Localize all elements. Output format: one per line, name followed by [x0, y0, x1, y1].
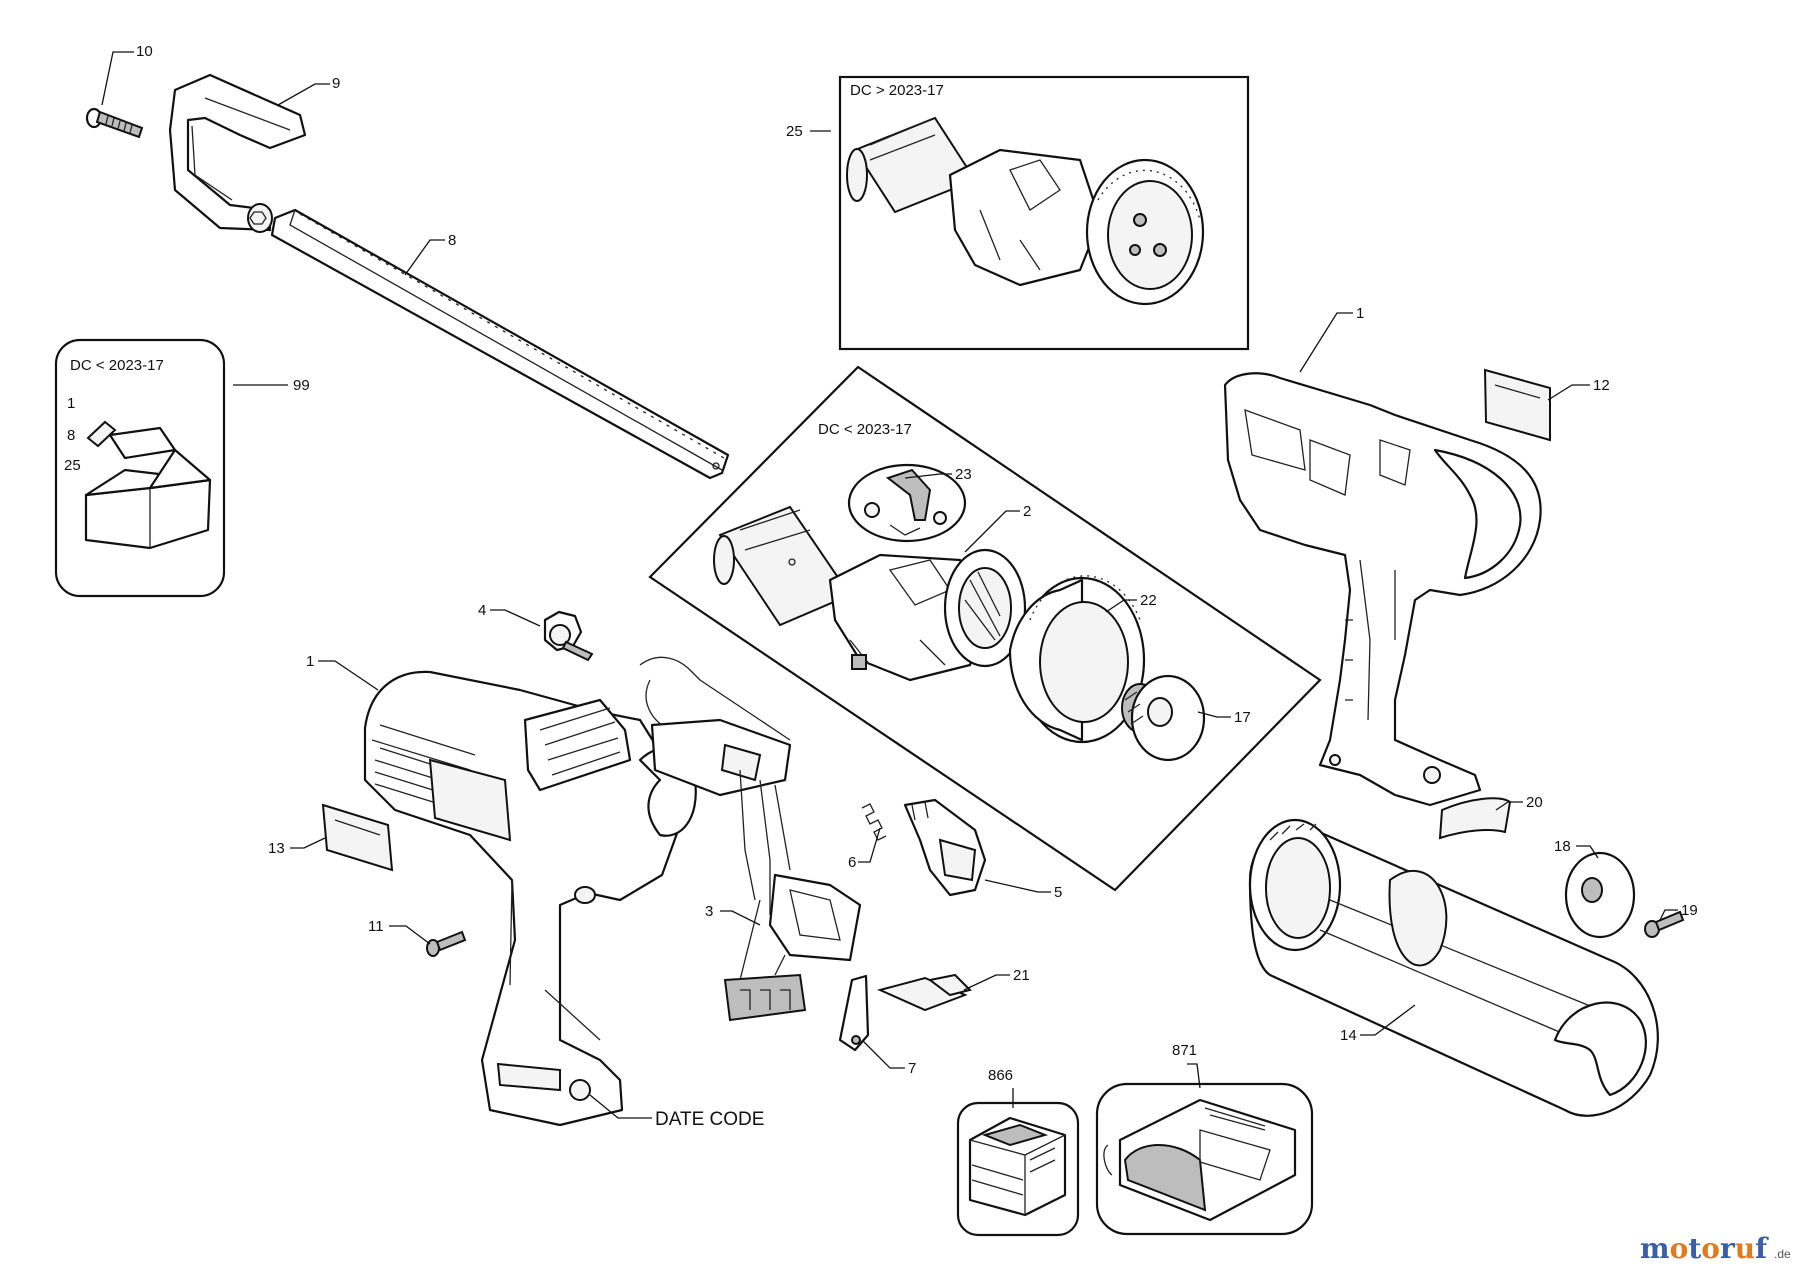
kit-item-8: 8 [67, 427, 75, 444]
callout-11: 11 [368, 918, 384, 935]
callout-8: 8 [448, 232, 456, 249]
callout-1-left: 1 [306, 653, 314, 670]
callout-20: 20 [1526, 794, 1543, 811]
part-9-rear-handle [168, 73, 307, 233]
part-1-housing-left [363, 670, 697, 1127]
part-10-screw [85, 107, 144, 139]
callout-17: 17 [1234, 709, 1251, 726]
frame-kit [54, 338, 226, 598]
part-866-battery [968, 1116, 1067, 1217]
wm-letter-1: o [1670, 1232, 1689, 1265]
callout-18: 18 [1554, 838, 1571, 855]
wm-letter-2: t [1688, 1232, 1701, 1265]
kit-item-25: 25 [64, 457, 81, 474]
frame-charger [1095, 1082, 1314, 1236]
wm-letter-5: u [1735, 1232, 1755, 1265]
date-code-label: DATE CODE [655, 1109, 764, 1130]
kit-item-1: 1 [67, 395, 75, 412]
callout-4: 4 [478, 602, 486, 619]
part-5-trigger [903, 798, 987, 897]
callout-7: 7 [908, 1060, 916, 1077]
part-17-piston-disc [1121, 674, 1206, 762]
part-6-spring [861, 803, 887, 841]
part-25-motor-assembly-new [846, 116, 1205, 306]
callout-9: 9 [332, 75, 340, 92]
callout-866: 866 [988, 1067, 1013, 1084]
callout-1-top: 1 [1356, 305, 1364, 322]
frame-motor-new-label: DC > 2023-17 [850, 82, 944, 99]
callout-99: 99 [293, 377, 310, 394]
frame-motor-old-label: DC < 2023-17 [818, 421, 912, 438]
frame-kit-label: DC < 2023-17 [70, 357, 164, 374]
part-14-cartridge-tube [1248, 818, 1659, 1117]
watermark-suffix: .de [1774, 1247, 1791, 1261]
part-11-screw [426, 930, 467, 957]
callout-labels: 10 9 8 25 99 1 12 2 23 22 17 4 1 6 5 3 7… [136, 43, 1698, 1130]
kit-box-icon [84, 420, 212, 550]
callout-10: 10 [136, 43, 153, 60]
part-7-latch [838, 974, 870, 1052]
part-4-selector-knob [543, 610, 594, 662]
part-23-brush-assembly [847, 463, 967, 543]
callout-2: 2 [1023, 503, 1031, 520]
frame-motor-old [648, 365, 1322, 892]
callout-12: 12 [1593, 377, 1610, 394]
part-1-housing-right [1223, 372, 1542, 807]
callout-19: 19 [1681, 902, 1698, 919]
wm-letter-0: m [1640, 1232, 1670, 1265]
frame-battery [956, 1101, 1080, 1237]
part-21-label [877, 973, 972, 1012]
callout-25: 25 [786, 123, 803, 140]
callout-6: 6 [848, 854, 856, 871]
callout-5: 5 [1054, 884, 1062, 901]
part-12-label [1483, 368, 1551, 442]
callout-871: 871 [1172, 1042, 1197, 1059]
part-20-label [1438, 797, 1512, 840]
wm-letter-6: f [1755, 1232, 1769, 1265]
part-19-screw [1644, 910, 1685, 938]
part-18-end-cap [1564, 851, 1636, 939]
callout-23: 23 [955, 466, 972, 483]
part-22-gear-ring [1008, 575, 1146, 744]
callout-14: 14 [1340, 1027, 1357, 1044]
part-8-rack-bar [270, 208, 730, 480]
callout-3: 3 [705, 903, 713, 920]
leader-lines [101, 51, 1678, 1119]
callout-22: 22 [1140, 592, 1157, 609]
wm-letter-4: r [1720, 1232, 1736, 1265]
wm-letter-3: o [1701, 1232, 1720, 1265]
frame-motor-new [838, 75, 1250, 351]
part-871-charger [1103, 1098, 1297, 1222]
callout-21: 21 [1013, 967, 1030, 984]
watermark-text: motoruf [1640, 1232, 1769, 1265]
motoruf-watermark: motoruf .de [1640, 1232, 1791, 1265]
part-13-label [321, 803, 394, 872]
callout-13: 13 [268, 840, 285, 857]
part-3-switch-wiring [639, 656, 862, 1022]
part-2-motor-gearbox [713, 505, 1027, 682]
